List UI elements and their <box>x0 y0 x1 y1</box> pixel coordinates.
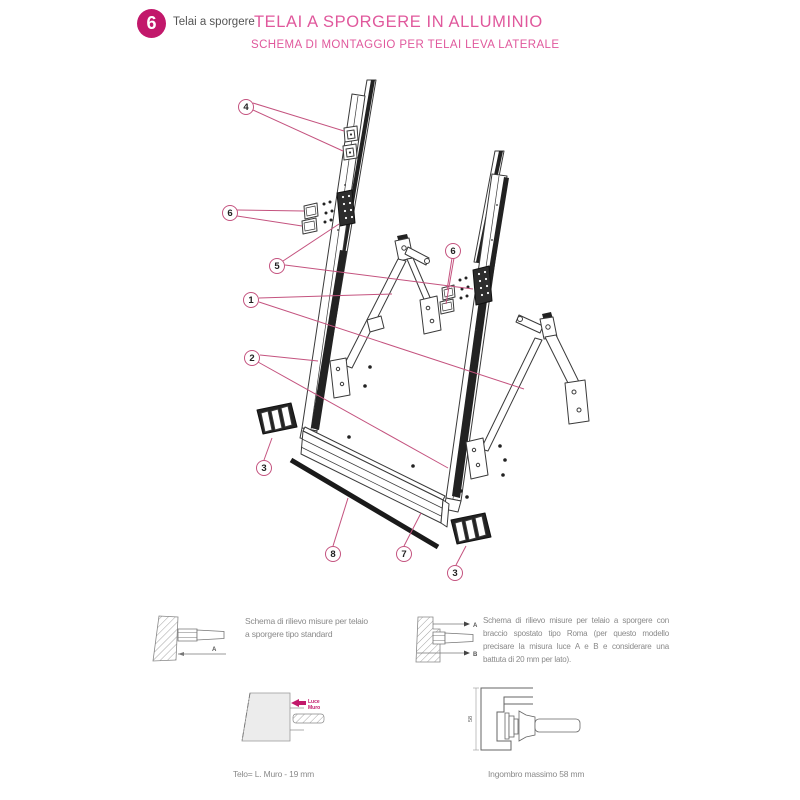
page-title: TELAI A SPORGERE IN ALLUMINIO <box>254 13 543 31</box>
section-label: Telai a sporgere <box>173 16 255 28</box>
right-lever-arm <box>459 312 590 499</box>
callout-5: 5 <box>269 258 285 274</box>
figure-roma-measure: A B <box>415 616 478 663</box>
screws-right <box>458 276 470 300</box>
callout-6-left: 6 <box>222 205 238 221</box>
page-subtitle: SCHEMA DI MONTAGGIO PER TELAI LEVA LATER… <box>251 39 560 51</box>
callout-8: 8 <box>325 546 341 562</box>
dim-label-a-standard: A <box>212 647 217 653</box>
luce-label: Luce <box>308 699 320 705</box>
spacer-plates-left <box>301 202 319 235</box>
figure-standard-measure: A <box>152 615 226 662</box>
main-diagram <box>256 79 590 550</box>
end-cap-left <box>256 402 298 435</box>
caption-ingombro: Ingombro massimo 58 mm <box>488 769 585 779</box>
callout-4: 4 <box>238 99 254 115</box>
end-cap-right <box>450 512 492 545</box>
mounting-plate-right <box>472 265 493 306</box>
bottom-terminal-bar <box>300 426 450 528</box>
callout-2: 2 <box>244 350 260 366</box>
callout-3-right: 3 <box>447 565 463 581</box>
luce-muro-arrow <box>291 699 306 707</box>
caption-standard: Schema di rilievo misure per telaio a sp… <box>245 616 368 639</box>
screws-left <box>322 200 334 224</box>
figure-telo-width: Luce Muro <box>241 692 325 742</box>
caption-roma: Schema di rilievo misure per telaio a sp… <box>483 616 669 664</box>
seal-strip <box>289 457 440 550</box>
left-lever-arm <box>329 234 442 399</box>
dim-label-b-roma: B <box>473 652 478 658</box>
right-guide-rail <box>443 150 509 513</box>
callout-leader-lines <box>236 102 525 566</box>
caption-telo: Telo= L. Muro - 19 mm <box>233 769 315 779</box>
section-number-badge: 6 <box>137 9 166 38</box>
dim-label-a-roma: A <box>473 623 478 629</box>
dim-label-58: 58 <box>468 716 474 722</box>
callout-6-right: 6 <box>445 243 461 259</box>
figure-crank-overall-size: 58 <box>468 687 581 751</box>
muro-label: Muro <box>308 705 320 711</box>
callout-7: 7 <box>396 546 412 562</box>
section-number: 6 <box>146 13 157 33</box>
fixing-brackets <box>342 125 359 161</box>
callout-3-left: 3 <box>256 460 272 476</box>
callout-1: 1 <box>243 292 259 308</box>
mounting-plate-left <box>336 189 356 227</box>
